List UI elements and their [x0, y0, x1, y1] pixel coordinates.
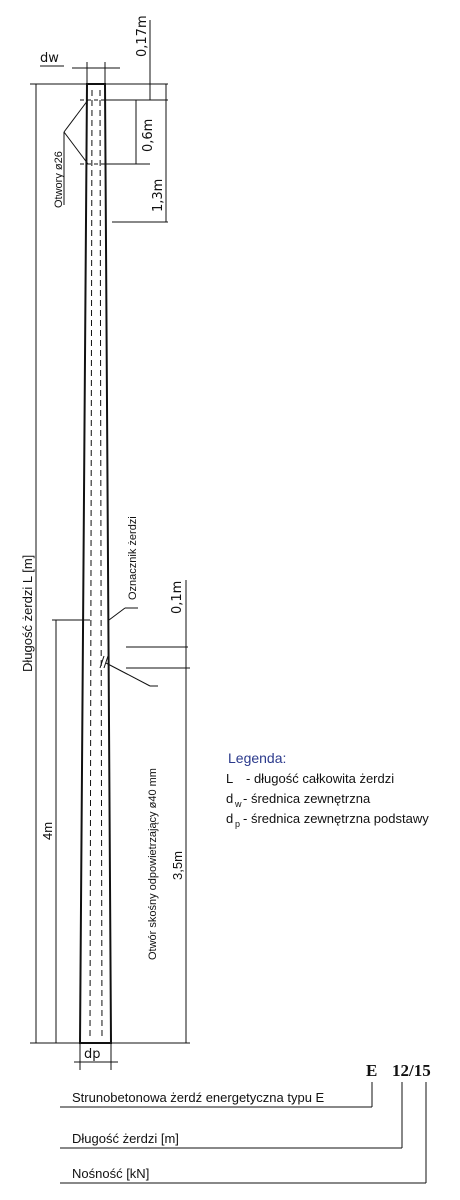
legend-sub-dw: w	[234, 799, 242, 809]
total-length-label: Długość żerdzi L [m]	[20, 555, 35, 672]
legend-symbol-dp: d	[226, 811, 233, 826]
top-offset-label: 0,17m	[135, 15, 150, 57]
legend-sub-dp: p	[235, 819, 240, 829]
dp-label: dp	[84, 1047, 101, 1062]
legend-title: Legenda:	[228, 750, 286, 766]
marker-height-label: 4m	[40, 822, 55, 840]
vent-height-label: 3,5m	[170, 851, 185, 880]
marker-label: Oznacznik żerdzi	[127, 516, 139, 600]
total-length-dimension: Długość żerdzi L [m]	[20, 83, 87, 1044]
holes-zone-label: 1,3m	[151, 179, 166, 212]
vent-height-dimension: 3,5m	[111, 667, 190, 1044]
designation: E 12/15 Strunobetonowa żerdź energetyczn…	[60, 1061, 431, 1184]
marker-callout: Oznacznik żerdzi	[108, 516, 139, 621]
legend: Legenda: L - długość całkowita żerdzi d …	[226, 750, 429, 829]
legend-symbol-l: L	[226, 771, 233, 786]
holes-label: Otwory ø26	[53, 151, 65, 208]
legend-text-dp: - średnica zewnętrzna podstawy	[243, 811, 429, 826]
designation-line1: Strunobetonowa żerdź energetyczna typu E	[72, 1090, 325, 1105]
pole-body	[78, 83, 113, 1044]
top-dimensions: 0,17m 0,6m 1,3m	[105, 15, 168, 223]
vent-hole-label: Otwór skośny odpowietrzający ø40 mm	[147, 768, 159, 960]
code-numbers: 12/15	[392, 1061, 431, 1080]
designation-line3: Nośność [kN]	[72, 1166, 149, 1181]
dw-dimension: dw	[40, 51, 120, 84]
marker-offset-dimension: 0,1m	[126, 580, 188, 669]
code-letter: E	[366, 1061, 377, 1080]
legend-text-l: - długość całkowita żerdzi	[246, 771, 394, 786]
holes-spacing-label: 0,6m	[141, 119, 156, 152]
marker-offset-label: 0,1m	[170, 581, 185, 614]
dp-dimension: dp	[74, 1043, 118, 1070]
legend-text-dw: - średnica zewnętrzna	[243, 791, 371, 806]
legend-symbol-dw: d	[226, 791, 233, 806]
marker-height-dimension: 4m	[40, 619, 90, 1043]
dw-label: dw	[40, 51, 59, 66]
vent-hole-callout: Otwór skośny odpowietrzający ø40 mm	[99, 655, 159, 960]
designation-line2: Długość żerdzi [m]	[72, 1131, 179, 1146]
holes-callout: Otwory ø26	[53, 99, 112, 208]
